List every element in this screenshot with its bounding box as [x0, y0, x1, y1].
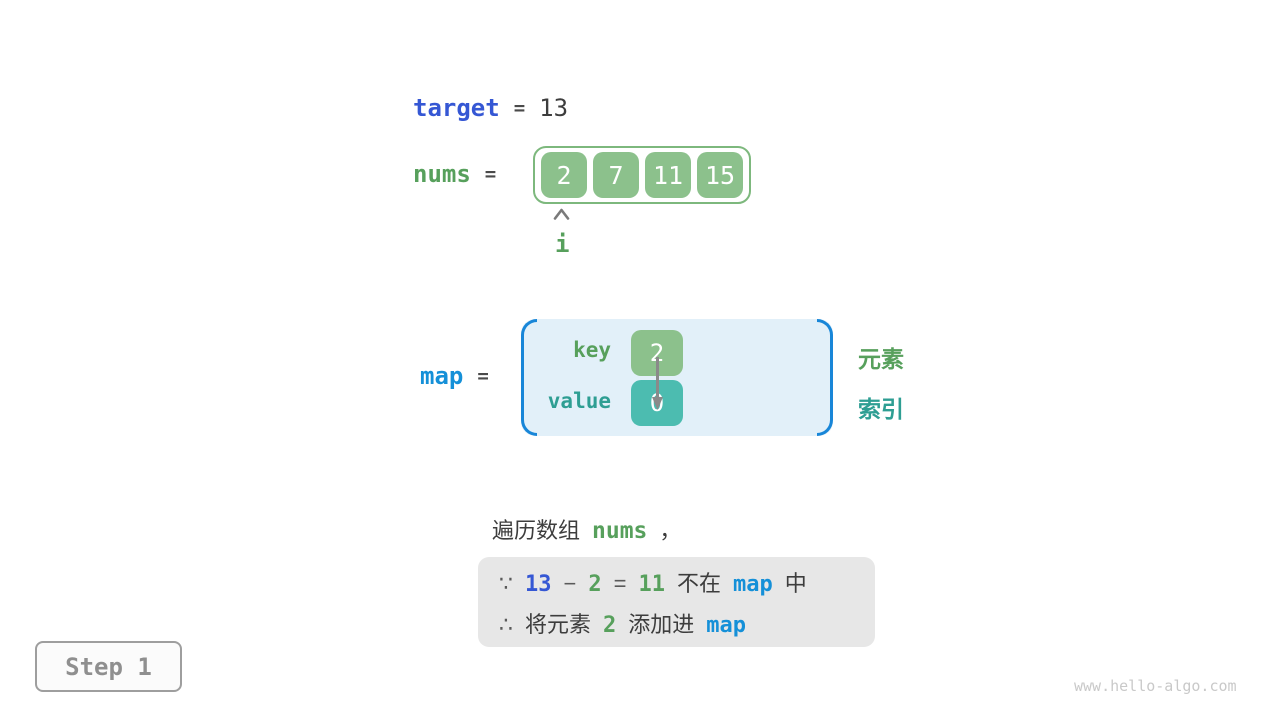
index-pointer-label: i: [555, 230, 570, 258]
map-equals: =: [477, 365, 489, 387]
therefore-symbol: ∴: [499, 611, 513, 637]
map-container: key value 2 0: [521, 319, 833, 436]
array-cell-value: 11: [652, 160, 684, 190]
element-number: 2: [588, 571, 602, 597]
caption-line: 遍历数组 nums ，: [492, 513, 681, 545]
map-label: map: [420, 362, 464, 390]
step-badge-label: Step 1: [65, 652, 152, 681]
minus-sign: −: [563, 570, 577, 596]
diff-number: 11: [638, 571, 665, 597]
array-cell-value: 7: [608, 160, 624, 190]
nums-row: nums =: [413, 160, 510, 188]
map-row: map =: [420, 362, 503, 390]
array-cell-value: 2: [556, 160, 572, 190]
conclusion-box: ∵ 13 − 2 = 11 不在 map 中 ∴ 将元素 2 添加进 map: [478, 557, 875, 647]
prefix-text: 将元素: [525, 611, 592, 637]
nums-array: 2 7 11 15: [533, 146, 751, 204]
map-bracket-right: [817, 319, 833, 436]
nums-equals: =: [484, 163, 497, 185]
map-code: map: [706, 612, 747, 638]
target-number: 13: [525, 571, 552, 597]
caption-comma: ，: [659, 518, 682, 543]
middle-text: 添加进: [628, 611, 695, 637]
caption-code-nums: nums: [592, 518, 648, 544]
key-box-value: 2: [649, 339, 665, 367]
side-label-index: 索引: [858, 396, 904, 422]
conclusion-line-1: ∵ 13 − 2 = 11 不在 map 中: [499, 566, 854, 598]
value-label: value: [547, 389, 611, 413]
map-code: map: [732, 571, 773, 597]
step-badge: Step 1: [35, 641, 182, 692]
array-cell: 7: [593, 152, 639, 198]
not-in-text: 不在: [676, 570, 721, 596]
caret-up-icon: [553, 208, 570, 220]
watermark: www.hello-algo.com: [1074, 677, 1237, 695]
element-number: 2: [603, 612, 617, 638]
nums-label: nums: [413, 160, 471, 188]
target-label: target: [413, 94, 500, 122]
map-bracket-left: [521, 319, 537, 436]
conclusion-line-2: ∴ 将元素 2 添加进 map: [499, 607, 854, 639]
caption-prefix: 遍历数组: [492, 518, 581, 543]
array-cell: 15: [697, 152, 743, 198]
array-cell-value: 15: [704, 160, 736, 190]
because-symbol: ∵: [499, 570, 513, 596]
side-label-element: 元素: [858, 346, 904, 372]
key-label: key: [573, 338, 611, 362]
target-value: 13: [539, 94, 569, 122]
array-cell: 11: [645, 152, 691, 198]
array-cell: 2: [541, 152, 587, 198]
suffix-text: 中: [784, 570, 807, 596]
target-equals: =: [513, 97, 526, 119]
equals-sign: =: [613, 570, 627, 596]
target-row: target = 13: [413, 94, 568, 122]
arrow-down-icon: [652, 357, 663, 410]
